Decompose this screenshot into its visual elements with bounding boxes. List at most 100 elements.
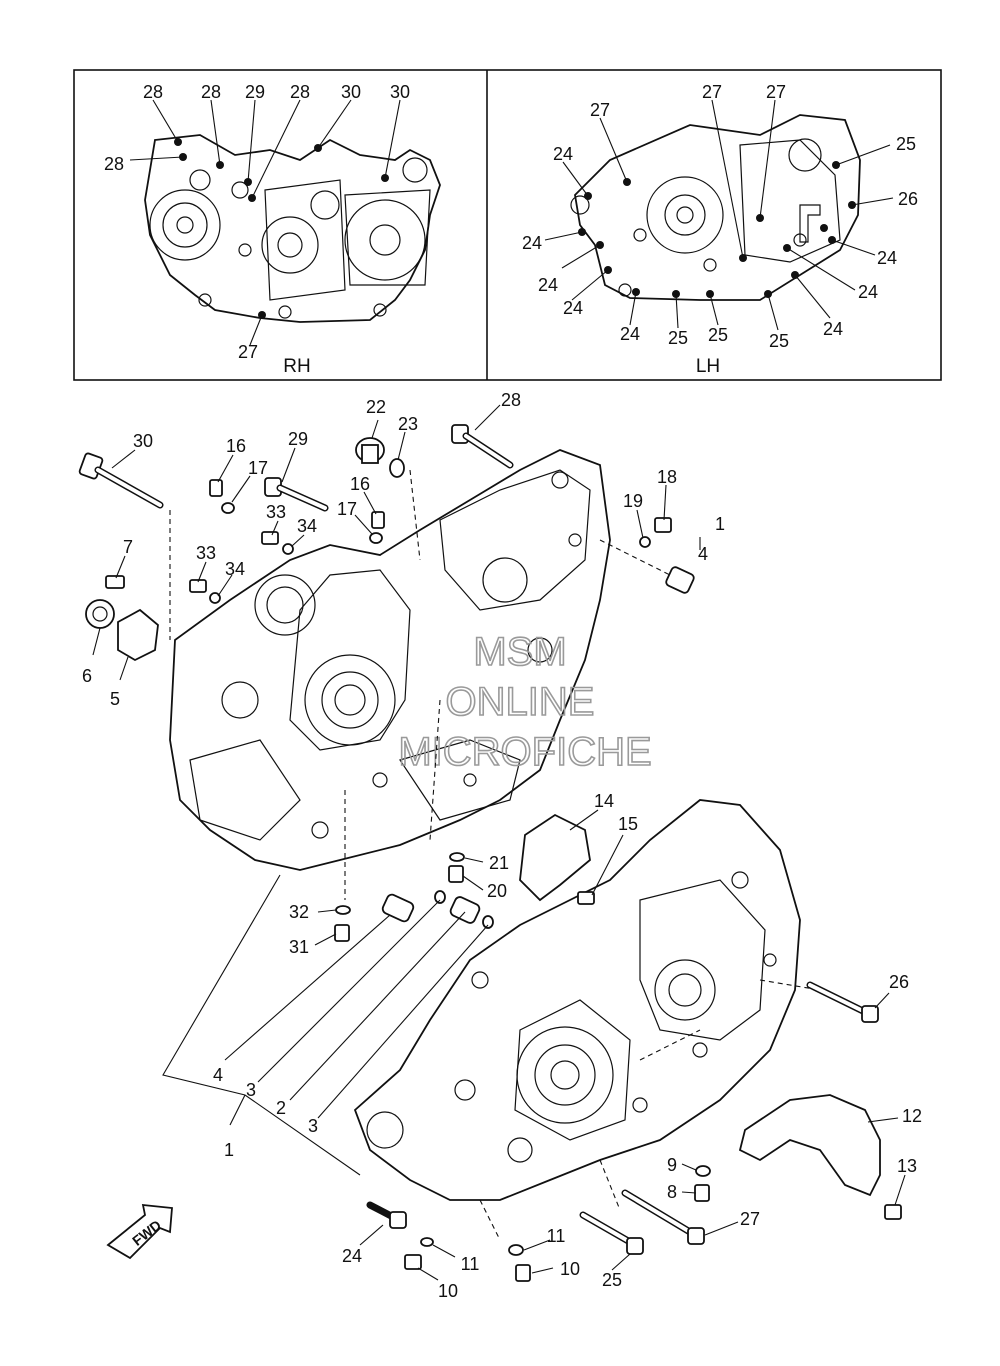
rh-callout: 28 bbox=[290, 82, 310, 102]
callout-label: 34 bbox=[225, 559, 245, 579]
callout-label: 24 bbox=[342, 1246, 362, 1266]
callout-label: 28 bbox=[501, 390, 521, 410]
rh-callout: 29 bbox=[245, 82, 265, 102]
callout-label: 1 bbox=[715, 514, 725, 534]
washer-9 bbox=[695, 1165, 711, 1177]
assembly-lines bbox=[169, 469, 821, 1241]
o-ring-3b bbox=[482, 915, 494, 929]
callout-label: 2 bbox=[276, 1098, 286, 1118]
right-crankcase-half bbox=[169, 449, 611, 871]
main-callout-labels: 30 16 17 29 22 23 28 16 17 33 34 7 33 34… bbox=[82, 390, 922, 1301]
callout-label: 11 bbox=[461, 1254, 480, 1274]
callout-label: 1 bbox=[224, 1140, 234, 1160]
left-crankcase-half bbox=[353, 799, 801, 1201]
callout-label: 26 bbox=[889, 972, 909, 992]
bolt-25 bbox=[579, 1211, 644, 1255]
callout-label: 7 bbox=[123, 537, 133, 557]
bolt-33a bbox=[261, 531, 279, 545]
washer-11a bbox=[420, 1237, 434, 1247]
callout-label: 15 bbox=[618, 814, 638, 834]
lh-callout-labels: 27 27 27 24 25 26 24 24 24 24 24 24 24 2… bbox=[522, 82, 918, 377]
lh-callout: 26 bbox=[898, 189, 918, 209]
bolt-8 bbox=[694, 1184, 710, 1202]
lh-panel-title: LH bbox=[696, 356, 720, 377]
cover-12 bbox=[738, 1094, 881, 1197]
callout-label: 23 bbox=[398, 414, 418, 434]
rh-callout-labels: 28 28 28 29 28 30 30 27 RH bbox=[104, 82, 410, 377]
callout-label: 25 bbox=[602, 1270, 622, 1290]
callout-label: 3 bbox=[246, 1080, 256, 1100]
callout-label: 10 bbox=[438, 1281, 458, 1301]
fwd-arrow: FWD bbox=[106, 1203, 173, 1260]
screw-13 bbox=[884, 1204, 902, 1220]
rh-leader-lines bbox=[129, 99, 401, 346]
callout-label: 9 bbox=[667, 1155, 677, 1175]
o-ring-17b bbox=[369, 532, 383, 544]
rh-callout: 28 bbox=[201, 82, 221, 102]
bolt-26 bbox=[806, 981, 879, 1023]
collar-2 bbox=[449, 896, 481, 924]
washer-34a bbox=[282, 543, 294, 555]
callout-label: 6 bbox=[82, 666, 92, 686]
callout-label: 27 bbox=[740, 1209, 760, 1229]
callout-label: 18 bbox=[657, 467, 677, 487]
watermark-line: ONLINE bbox=[446, 680, 595, 724]
plug-22 bbox=[355, 437, 385, 464]
rh-crankcase-view bbox=[144, 134, 441, 323]
callout-label: 8 bbox=[667, 1182, 677, 1202]
bolt-30 bbox=[78, 452, 164, 509]
callout-label: 3 bbox=[308, 1116, 318, 1136]
lh-leader-lines bbox=[544, 99, 894, 331]
callout-label: 4 bbox=[213, 1065, 223, 1085]
callout-label: 34 bbox=[297, 516, 317, 536]
washer-32 bbox=[335, 905, 351, 915]
bearing-6 bbox=[85, 599, 115, 629]
dowel-16a bbox=[209, 479, 223, 497]
callout-label: 19 bbox=[623, 491, 643, 511]
callout-label: 13 bbox=[897, 1156, 917, 1176]
lh-callout: 24 bbox=[553, 144, 573, 164]
washer-19 bbox=[639, 536, 651, 548]
lh-callout: 24 bbox=[858, 282, 878, 302]
callout-label: 12 bbox=[902, 1106, 922, 1126]
bolt-29 bbox=[264, 477, 329, 512]
lh-callout: 24 bbox=[823, 319, 843, 339]
bolt-24 bbox=[366, 1201, 407, 1229]
rh-callout: 28 bbox=[104, 154, 124, 174]
rh-callout: 30 bbox=[390, 82, 410, 102]
lh-crankcase-view bbox=[570, 114, 861, 301]
callout-label: 29 bbox=[288, 429, 308, 449]
washer-21 bbox=[449, 852, 465, 862]
lh-callout: 25 bbox=[668, 328, 688, 348]
main-leader-lines bbox=[92, 404, 906, 1281]
callout-label: 16 bbox=[226, 436, 246, 456]
o-ring-3a bbox=[434, 890, 446, 904]
lh-callout: 25 bbox=[708, 325, 728, 345]
watermark: MSM ONLINE MICROFICHE bbox=[398, 629, 653, 775]
rh-callout: 30 bbox=[341, 82, 361, 102]
lh-callout: 24 bbox=[877, 248, 897, 268]
bolt-18 bbox=[654, 517, 672, 533]
bolt-27 bbox=[621, 1189, 705, 1245]
callout-label: 10 bbox=[560, 1259, 580, 1279]
screw-15 bbox=[577, 891, 595, 905]
plate-14 bbox=[519, 813, 591, 902]
plug-20 bbox=[448, 865, 464, 883]
washer-34b bbox=[209, 592, 221, 604]
bolt-33b bbox=[189, 579, 207, 593]
callout-label: 21 bbox=[489, 853, 509, 873]
callout-label: 17 bbox=[337, 499, 357, 519]
dowel-16b bbox=[371, 511, 385, 529]
lh-callout: 27 bbox=[766, 82, 786, 102]
callout-label: 20 bbox=[487, 881, 507, 901]
sleeve-4b bbox=[381, 893, 415, 923]
lh-callout: 24 bbox=[563, 298, 583, 318]
callout-label: 5 bbox=[110, 689, 120, 709]
lh-callout: 25 bbox=[896, 134, 916, 154]
callout-label: 16 bbox=[350, 474, 370, 494]
inset-panels: 28 28 28 29 28 30 30 27 RH bbox=[73, 69, 942, 381]
lh-callout: 27 bbox=[590, 100, 610, 120]
plug-10b bbox=[515, 1264, 531, 1282]
lh-callout: 25 bbox=[769, 331, 789, 351]
lh-callout: 24 bbox=[522, 233, 542, 253]
